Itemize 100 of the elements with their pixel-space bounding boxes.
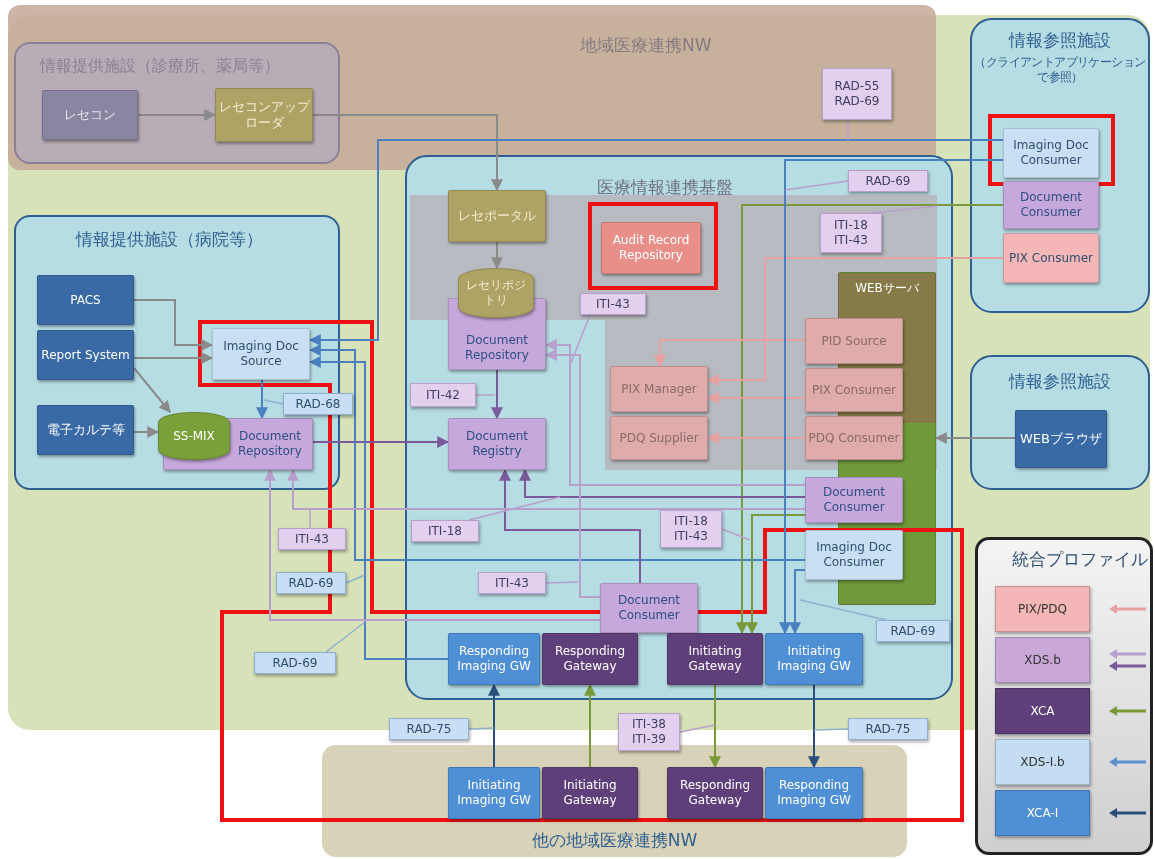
legend-title: 統合プロファイル <box>1012 548 1148 571</box>
node-label: RAD-69 <box>272 655 318 671</box>
node-label: RAD-69 <box>288 575 334 591</box>
callout-label <box>283 393 353 415</box>
node-label: Responding Gateway <box>678 778 752 808</box>
node-label: Initiating Gateway <box>687 644 743 674</box>
node-label: Initiating Imaging GW <box>456 778 532 808</box>
node-label: ITI-18 <box>428 523 462 539</box>
node-label: レセコンアップローダ <box>218 98 310 132</box>
callout-label <box>660 510 722 548</box>
system-box <box>765 633 863 685</box>
connector-arrow <box>519 468 806 498</box>
connector-arrow <box>709 684 721 769</box>
leader-line <box>263 399 284 405</box>
connector-arrow <box>736 204 1004 635</box>
leader-line <box>871 205 939 214</box>
node-label: Audit Record Repository <box>611 233 691 263</box>
system-box <box>448 633 540 685</box>
connector-arrow <box>654 339 806 368</box>
node-label: PID Source <box>821 333 887 349</box>
system-box <box>37 330 134 380</box>
connector-arrow <box>789 569 806 635</box>
callout-label <box>876 620 950 642</box>
leader-line <box>345 574 366 584</box>
region-panel <box>14 215 340 490</box>
connector-arrow <box>137 109 217 121</box>
connector-arrow <box>544 349 601 598</box>
region-subtitle: （クライアントアプリケーションで参照） <box>973 55 1147 86</box>
connector-arrow <box>491 241 503 270</box>
region-title: 地域医療連携NW <box>580 35 712 57</box>
leader-line <box>813 728 849 731</box>
system-box <box>1015 410 1107 468</box>
system-box <box>601 222 701 274</box>
node-label: Document Consumer <box>821 485 887 515</box>
leader-line <box>721 528 751 541</box>
connector-arrow <box>133 367 171 413</box>
connector-arrow <box>488 683 500 768</box>
system-box <box>448 418 546 470</box>
region-panel <box>405 155 953 700</box>
region-panel <box>322 745 907 857</box>
system-box <box>667 633 763 685</box>
node-label: ITI-18 ITI-43 <box>673 514 709 544</box>
callout-label <box>254 652 336 674</box>
connector-arrow <box>287 468 806 510</box>
connector-arrow <box>264 468 601 621</box>
leader-line <box>545 581 579 584</box>
node-label: RAD-55 RAD-69 <box>833 79 881 109</box>
connector-arrow <box>934 432 1016 444</box>
system-box <box>448 767 540 819</box>
system-box <box>1003 181 1099 229</box>
system-box <box>212 328 310 380</box>
node-label: RAD-69 <box>890 623 936 639</box>
callout-label <box>411 520 479 542</box>
connector-arrow <box>256 379 268 420</box>
node-label: Responding Imaging GW <box>776 778 852 808</box>
node-label: Report System <box>41 347 130 363</box>
node-label: ITI-43 <box>295 531 329 547</box>
node-label: Document Registry <box>464 429 530 459</box>
callout-label <box>276 572 346 594</box>
connector-arrow <box>491 369 503 420</box>
legend-text: XDS.b <box>1024 653 1061 667</box>
leader-line <box>475 394 496 396</box>
node-label: RAD-75 <box>406 721 452 737</box>
node-label: Document Repository <box>237 429 303 459</box>
node-label: ITI-42 <box>426 387 460 403</box>
leader-line <box>847 119 849 141</box>
callout-label <box>822 68 892 120</box>
node-label: Imaging Doc Source <box>222 339 300 369</box>
callout-label <box>410 383 476 407</box>
system-box <box>37 275 134 325</box>
region-title: 医療情報連携基盤 <box>597 177 733 199</box>
callout-label <box>618 713 680 751</box>
connector-arrow <box>808 684 820 769</box>
leader-line <box>468 727 495 730</box>
system-box <box>805 318 903 364</box>
region-title: 他の地域医療連携NW <box>531 829 698 851</box>
callout-label <box>580 293 646 315</box>
leader-line <box>784 180 849 191</box>
leader-line <box>799 599 887 621</box>
system-box <box>765 767 863 819</box>
system-box <box>37 405 134 455</box>
connector-arrow <box>312 114 503 192</box>
node-label: RAD-75 <box>865 721 911 737</box>
node-label: レセリポジトリ <box>465 278 527 308</box>
system-box <box>1003 128 1099 178</box>
leader-line <box>309 508 311 529</box>
legend-text: XDS-I.b <box>1020 755 1065 769</box>
leader-line <box>468 496 561 521</box>
connector-arrow <box>308 139 1004 346</box>
node-label: PDQ Consumer <box>808 430 900 446</box>
connector-arrow <box>499 468 641 584</box>
node-label: WEBブラウザ <box>1020 430 1102 448</box>
node-label: レセポータル <box>458 207 536 225</box>
system-box <box>805 416 903 460</box>
connector-arrow <box>746 514 806 635</box>
connector-arrow <box>544 339 806 486</box>
node-label: PIX Consumer <box>812 382 896 398</box>
callout-label <box>389 718 469 740</box>
region-title: 情報参照施設 <box>1009 371 1111 393</box>
node-label: Imaging Doc Consumer <box>1012 138 1090 168</box>
